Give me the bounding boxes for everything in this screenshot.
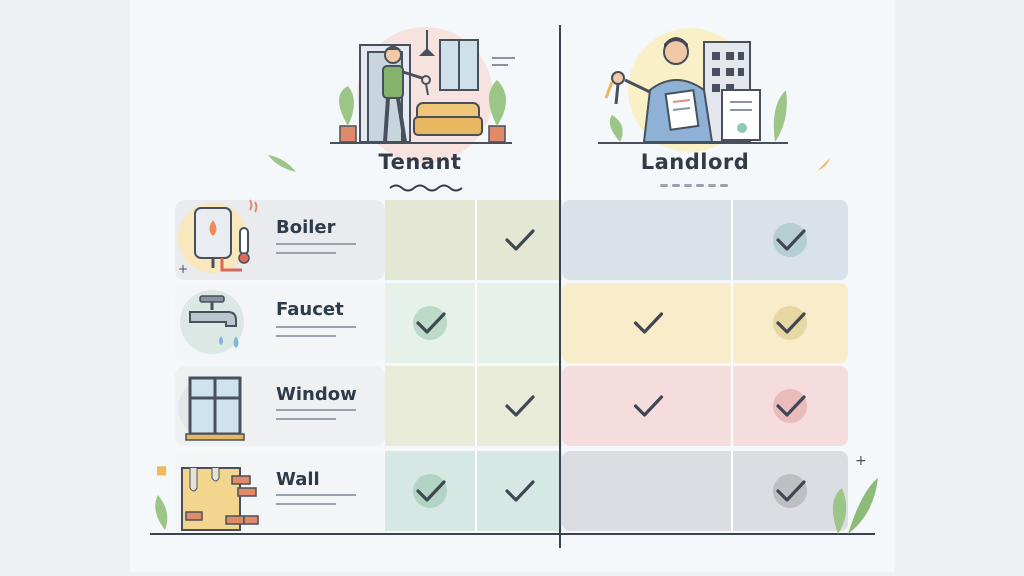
check-mark-window-tenant [505, 395, 535, 417]
check-mark-faucet-tenant [413, 306, 447, 340]
tenant-illustration [268, 27, 515, 172]
landlord-cells-bg [562, 451, 848, 531]
row-label-faucet: Faucet [276, 299, 344, 320]
tenant-squiggle [389, 184, 463, 192]
check-mark-wall-tenant [505, 480, 535, 502]
svg-text:+: + [178, 262, 188, 276]
svg-text:+: + [855, 453, 867, 469]
boiler-icon: + [178, 199, 258, 276]
faucet-icon [180, 290, 244, 354]
table-row-window [175, 366, 848, 446]
check-mark-wall-landlord [773, 474, 807, 508]
column-header-tenant: Tenant [378, 150, 462, 174]
row-label-window: Window [276, 384, 357, 405]
check-mark-window-landlord [633, 395, 664, 417]
tenant-cells-bg [385, 451, 562, 531]
wall-icon: ■ [155, 463, 259, 531]
check-mark-window-landlord [773, 389, 807, 423]
row-label-wall: Wall [276, 469, 320, 490]
svg-text:■: ■ [156, 463, 167, 477]
landlord-cells-bg [562, 366, 848, 446]
check-mark-faucet-landlord [773, 306, 807, 340]
table-row-faucet [175, 283, 848, 363]
landlord-illustration [598, 28, 830, 170]
check-mark-wall-tenant [413, 474, 447, 508]
row-label-boiler: Boiler [276, 217, 336, 238]
tenant-cells-bg [385, 200, 562, 280]
landlord-cells-bg [562, 283, 848, 363]
column-header-landlord: Landlord [640, 150, 750, 174]
tenant-cells-bg [385, 366, 562, 446]
table-row-wall [175, 451, 848, 531]
plant-decoration: + [832, 453, 878, 534]
table-row-boiler [175, 200, 848, 280]
check-mark-faucet-landlord [633, 312, 664, 334]
landlord-dots [660, 184, 728, 187]
window-icon [178, 376, 245, 441]
tenant-cells-bg [385, 283, 562, 363]
check-mark-boiler-landlord [773, 223, 807, 257]
check-mark-boiler-tenant [505, 229, 535, 251]
landlord-cells-bg [562, 200, 848, 280]
